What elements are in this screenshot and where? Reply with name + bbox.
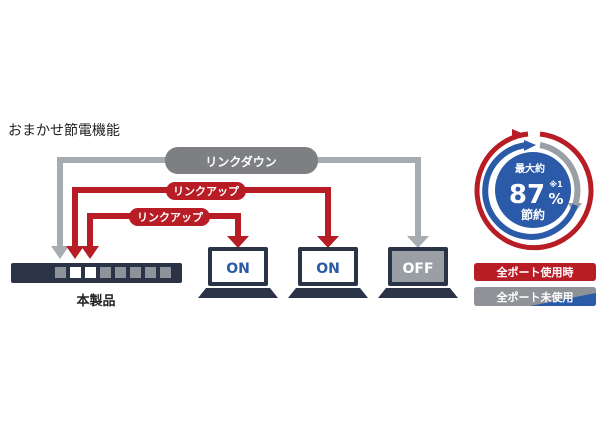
legend-all-used: 全ポート使用時 <box>474 263 596 281</box>
port <box>160 267 171 278</box>
laptop-status: OFF <box>402 261 433 277</box>
port-active <box>70 267 81 278</box>
svg-text:全ポート使用時: 全ポート使用時 <box>496 265 574 279</box>
arrow-down-icon <box>317 236 339 248</box>
switch-device <box>11 263 182 283</box>
laptop-3: OFF <box>378 247 458 298</box>
legend-all-unused: 全ポート未使用 <box>474 287 596 306</box>
laptop-status: ON <box>316 261 340 277</box>
port <box>130 267 141 278</box>
laptop-2: ON <box>288 247 368 298</box>
port <box>100 267 111 278</box>
arrow-icon <box>524 140 536 151</box>
savings-badge: 最大約 87 % ※1 節約 <box>474 129 594 251</box>
arrow-down-icon <box>81 246 99 259</box>
device-label: 本製品 <box>76 293 115 309</box>
laptop-status: ON <box>226 261 250 277</box>
laptop-1: ON <box>198 247 278 298</box>
savings-prefix: 最大約 <box>515 162 545 175</box>
savings-value: 87 <box>509 180 545 210</box>
link-up-path-2: リンクアップ <box>81 208 249 259</box>
port <box>115 267 126 278</box>
link-down-path: リンクダウン <box>51 147 429 259</box>
port-active <box>85 267 96 278</box>
svg-text:全ポート未使用: 全ポート未使用 <box>496 290 574 304</box>
savings-unit: % <box>548 190 563 208</box>
section-title: おまかせ節電機能 <box>8 122 120 139</box>
link-down-label: リンクダウン <box>205 154 277 169</box>
savings-suffix: 節約 <box>521 207 545 222</box>
arrow-down-icon <box>407 236 429 248</box>
arrow-down-icon <box>66 246 84 259</box>
savings-note: ※1 <box>549 179 563 189</box>
link-up-path-1: リンクアップ <box>66 182 339 259</box>
port <box>55 267 66 278</box>
port <box>145 267 156 278</box>
arrow-icon <box>512 129 524 140</box>
link-up-label-2: リンクアップ <box>137 210 204 224</box>
arrow-down-icon <box>51 246 69 259</box>
arrow-down-icon <box>227 236 249 248</box>
link-up-label-1: リンクアップ <box>173 184 240 198</box>
